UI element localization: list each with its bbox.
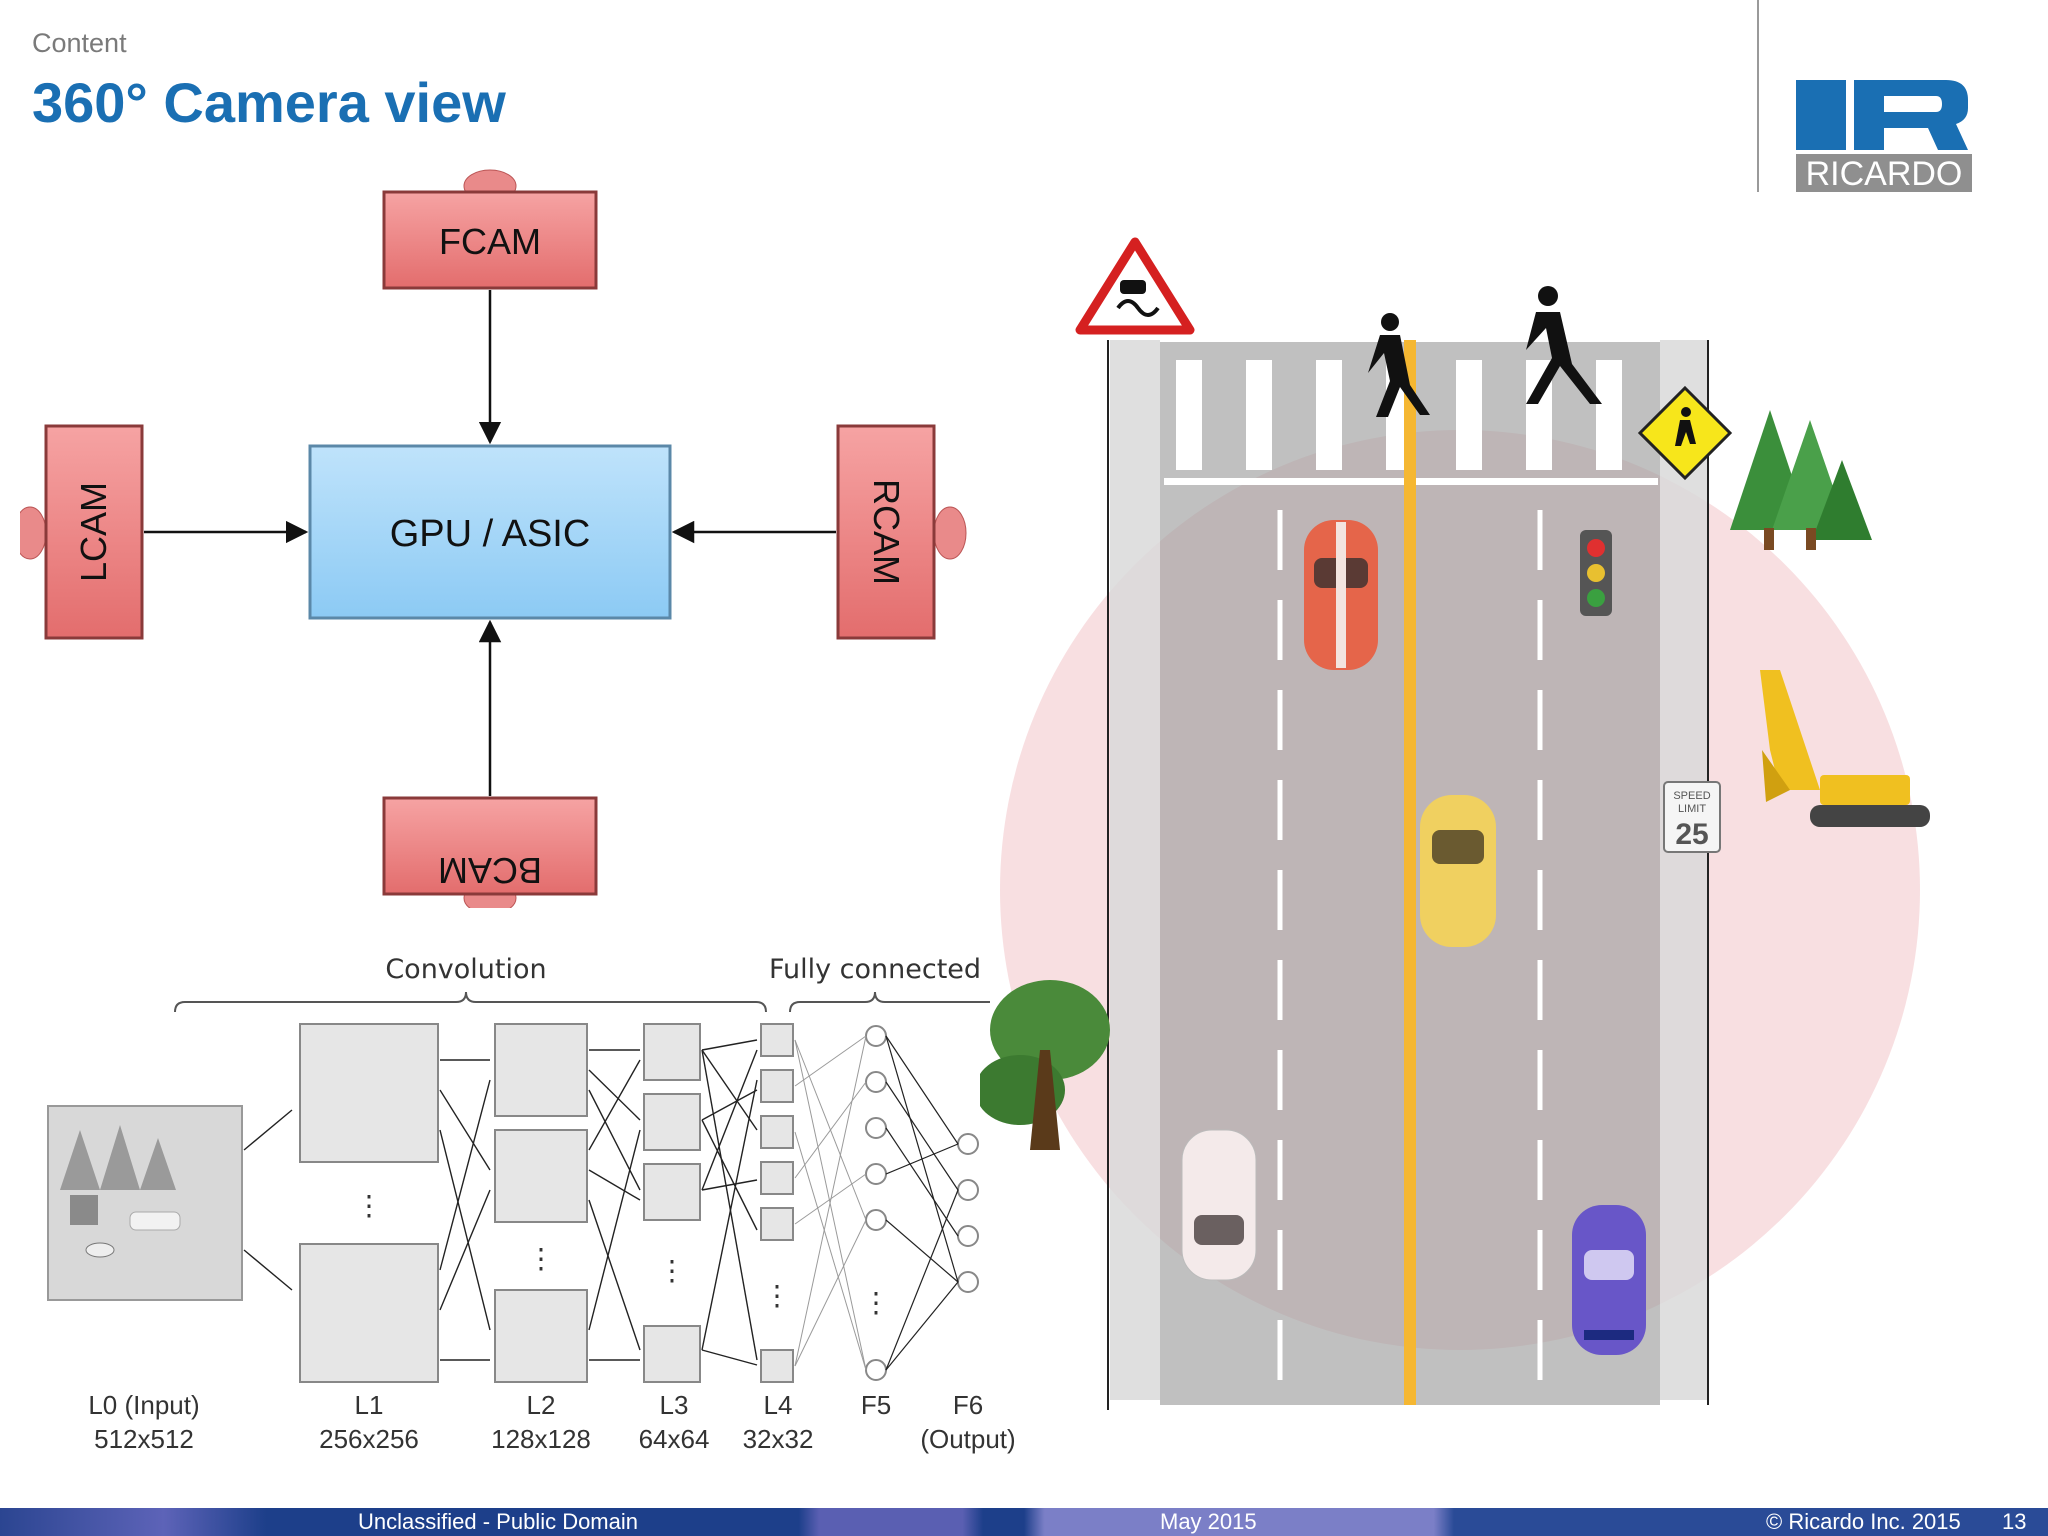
lcam-label: LCAM bbox=[73, 482, 114, 582]
bcam-label: BCAM bbox=[438, 850, 542, 891]
layer-name-f6: F6 bbox=[953, 1390, 983, 1420]
convolution-group-label: Convolution bbox=[385, 954, 546, 985]
center-line bbox=[1404, 340, 1416, 1405]
layer-size-l0: 512x512 bbox=[94, 1424, 194, 1454]
layer-l3-map bbox=[643, 1093, 701, 1151]
svg-text:⋮: ⋮ bbox=[862, 1287, 890, 1318]
svg-text:⋮: ⋮ bbox=[527, 1243, 555, 1274]
logo-text: RICARDO bbox=[1806, 155, 1963, 192]
police-car-icon bbox=[1572, 1205, 1646, 1355]
traffic-light-icon bbox=[1580, 530, 1612, 616]
layer-l3-map bbox=[643, 1023, 701, 1081]
cnn-diagram: Convolution Fully connected ⋮ ⋮ ⋮ ⋮ ⋮ bbox=[47, 954, 1016, 1454]
footer-copyright: © Ricardo Inc. 2015 bbox=[1766, 1509, 1961, 1534]
layer-size-l3: 64x64 bbox=[639, 1424, 710, 1454]
layer-name-l3: L3 bbox=[660, 1390, 689, 1420]
layer-l3-map bbox=[643, 1163, 701, 1221]
footer-bar: Unclassified - Public Domain May 2015 © … bbox=[0, 1508, 2048, 1536]
rcam-label: RCAM bbox=[866, 479, 907, 585]
convolution-brace bbox=[174, 991, 767, 1013]
fcam-label: FCAM bbox=[439, 221, 541, 262]
yellow-car-icon bbox=[1420, 795, 1496, 947]
layer-l2-map bbox=[494, 1023, 588, 1117]
layer-l2-map bbox=[494, 1289, 588, 1383]
layer-size-f6: (Output) bbox=[920, 1424, 1015, 1454]
layer-size-l1: 256x256 bbox=[319, 1424, 419, 1454]
lcam-box: LCAM bbox=[44, 424, 144, 640]
tree-icon bbox=[980, 980, 1110, 1150]
layer-l3-map bbox=[643, 1325, 701, 1383]
layer-f5-neurons bbox=[865, 1025, 887, 1381]
svg-text:⋮: ⋮ bbox=[658, 1255, 686, 1286]
speed-sign-mid: LIMIT bbox=[1678, 803, 1706, 815]
layer-l4-maps bbox=[760, 1023, 794, 1383]
logo-divider bbox=[1757, 0, 1759, 192]
input-image bbox=[47, 1105, 243, 1301]
svg-text:⋮: ⋮ bbox=[763, 1280, 791, 1311]
section-label: Content bbox=[32, 28, 127, 58]
layer-name-l1: L1 bbox=[355, 1390, 384, 1420]
excavator-icon bbox=[1760, 670, 1930, 827]
layer-size-l2: 128x128 bbox=[491, 1424, 591, 1454]
layer-l2-map bbox=[494, 1129, 588, 1223]
fc-connections bbox=[794, 1035, 867, 1371]
layer-name-l4: L4 bbox=[764, 1390, 793, 1420]
layer-l1-map bbox=[299, 1023, 439, 1163]
pedestrian-icon bbox=[1368, 313, 1430, 417]
rcam-lens bbox=[933, 506, 967, 560]
layer-l1-map bbox=[299, 1243, 439, 1383]
right-sidewalk bbox=[1660, 340, 1708, 1400]
white-car-icon bbox=[1181, 1129, 1257, 1281]
left-sidewalk bbox=[1110, 340, 1160, 1400]
layer-f6-neurons bbox=[957, 1133, 979, 1293]
road-scene: SPEED LIMIT 25 bbox=[980, 237, 1930, 1410]
footer-date: May 2015 bbox=[1160, 1509, 1257, 1534]
fcam-box: FCAM bbox=[382, 190, 598, 290]
ricardo-logo: RICARDO bbox=[1796, 80, 1972, 192]
camera-block-diagram: FCAM BCAM LCAM RCAM GPU / ASIC bbox=[20, 169, 967, 908]
slide-title: 360° Camera view bbox=[32, 71, 506, 134]
speed-sign-top: SPEED bbox=[1673, 790, 1710, 802]
footer-page-number: 13 bbox=[2002, 1509, 2027, 1534]
layer-name-f5: F5 bbox=[861, 1390, 891, 1420]
pedestrian-crossing-sign-icon bbox=[1637, 385, 1733, 481]
layer-size-l4: 32x32 bbox=[743, 1424, 814, 1454]
bcam-box: BCAM bbox=[382, 796, 598, 896]
fully-connected-group-label: Fully connected bbox=[769, 954, 981, 985]
crosswalk bbox=[1164, 360, 1658, 485]
cnn-connections bbox=[243, 1039, 758, 1366]
fully-connected-brace bbox=[789, 991, 990, 1013]
rcam-box: RCAM bbox=[836, 424, 936, 640]
gpu-asic-box: GPU / ASIC bbox=[308, 444, 672, 620]
layer-name-l2: L2 bbox=[527, 1390, 556, 1420]
layer-name-l0: L0 (Input) bbox=[88, 1390, 199, 1420]
pedestrian-icon bbox=[1526, 286, 1602, 404]
pine-trees-icon bbox=[1730, 410, 1872, 550]
svg-text:⋮: ⋮ bbox=[355, 1190, 383, 1221]
footer-classification: Unclassified - Public Domain bbox=[358, 1509, 638, 1534]
speed-limit-sign: SPEED LIMIT 25 bbox=[1663, 781, 1721, 853]
slippery-road-sign-icon bbox=[1075, 237, 1195, 335]
output-connections bbox=[885, 1035, 959, 1371]
gpu-asic-label: GPU / ASIC bbox=[390, 513, 591, 555]
orange-car-icon bbox=[1304, 520, 1378, 670]
speed-sign-value: 25 bbox=[1675, 818, 1708, 851]
lcam-lens bbox=[20, 506, 47, 560]
